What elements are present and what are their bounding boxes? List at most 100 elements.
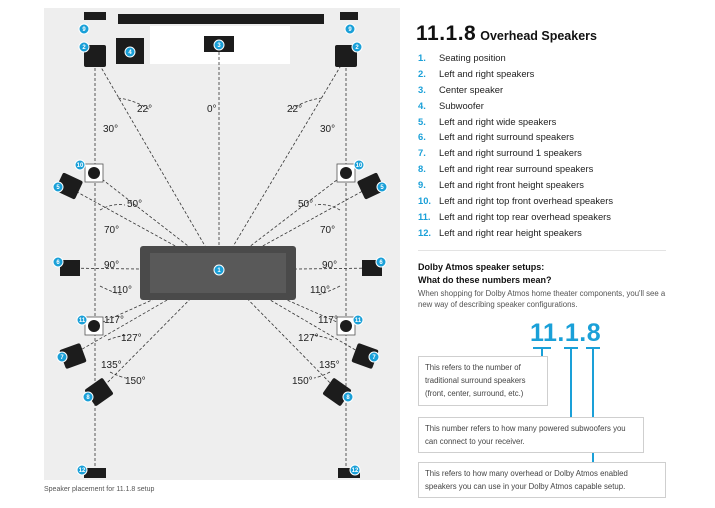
speaker-front-height-left [84, 12, 106, 20]
title-number: 11.1.8 [416, 22, 477, 45]
angle-label: 50° [298, 199, 313, 210]
badge-number: 8 [346, 395, 350, 401]
speaker-front-right [335, 45, 357, 67]
legend-label: Left and right wide speakers [439, 115, 557, 127]
legend-item: 10.Left and right top front overhead spe… [418, 195, 613, 211]
badge-number: 7 [60, 355, 64, 361]
explain-box-subwoofers: This number refers to how many powered s… [418, 417, 644, 453]
setups-heading: Dolby Atmos speaker setups: [418, 262, 545, 272]
legend-label: Center speaker [439, 83, 504, 95]
angle-label: 117° [104, 315, 124, 326]
badges: 1 2 2 3 4 5 5 6 6 7 7 8 8 9 9 10 10 11 [52, 23, 388, 476]
speaker-legend: 1. Seating position 2.Left and right spea… [418, 52, 613, 243]
legend-number: 2. [418, 67, 426, 79]
badge-number: 10 [356, 163, 363, 169]
legend-number: 7. [418, 147, 426, 159]
legend-number: 3. [418, 83, 426, 95]
legend-item: 3. Center speaker [418, 84, 613, 100]
badge-number: 10 [77, 163, 84, 169]
connector-line [570, 347, 572, 418]
room-floor [44, 8, 400, 480]
speaker-front-left [84, 45, 106, 67]
angle-label: 135° [101, 360, 122, 371]
speaker-surround1-left [59, 343, 87, 369]
angle-label: 150° [125, 376, 146, 387]
tv-screen [118, 14, 324, 24]
speaker-wide-left [55, 172, 83, 200]
badge-number: 11 [79, 318, 86, 324]
legend-item: 12. Left and right rear height speakers [418, 227, 613, 243]
angle-label: 70° [320, 225, 335, 236]
badge-number: 9 [348, 27, 352, 33]
title-subtitle: Overhead Speakers [480, 29, 597, 43]
badge-number: 2 [82, 45, 86, 51]
angle-label: 117° [318, 315, 338, 326]
badge-number: 5 [380, 185, 384, 191]
angle-label: 150° [292, 376, 313, 387]
angle-label: 110° [112, 285, 132, 296]
angle-label: 110° [310, 285, 330, 296]
angle-label: 127° [121, 333, 142, 344]
badge-number: 5 [56, 185, 60, 191]
badge-number: 2 [355, 45, 359, 51]
angle-label: 0° [207, 104, 217, 115]
legend-label: Left and right rear height speakers [439, 226, 582, 238]
diagram-caption: Speaker placement for 11.1.8 setup [44, 486, 155, 493]
badge-number: 12 [79, 468, 86, 474]
legend-number: 11. [418, 210, 431, 222]
setups-description: When shopping for Dolby Atmos home theat… [418, 289, 666, 309]
angle-label: 90° [322, 260, 337, 271]
legend-item: 5. Left and right wide speakers [418, 116, 613, 132]
legend-item: 6. Left and right surround speakers [418, 131, 613, 147]
legend-item: 2.Left and right speakers [418, 68, 613, 84]
legend-number: 1. [418, 52, 426, 63]
angle-label: 127° [298, 333, 319, 344]
badge-number: 4 [128, 50, 132, 56]
legend-item: 11. Left and right top rear overhead spea… [418, 211, 613, 227]
section-divider [418, 250, 666, 251]
legend-number: 5. [418, 115, 426, 127]
speaker-surround-left [60, 260, 80, 276]
legend-number: 12. [418, 226, 432, 238]
legend-number: 4. [418, 99, 426, 111]
legend-label: Left and right top front overhead speake… [439, 195, 614, 207]
legend-label: Subwoofer [439, 99, 484, 111]
angle-label: 22° [137, 104, 152, 115]
badge-number: 1 [217, 268, 221, 274]
legend-label: Left and right front height speakers [439, 179, 584, 191]
angle-label: 30° [103, 124, 118, 135]
legend-number: 9. [418, 179, 426, 191]
legend-item: 1. Seating position [418, 52, 613, 68]
angle-label: 70° [104, 225, 119, 236]
legend-item: 4. Subwoofer [418, 100, 613, 116]
badge-number: 9 [82, 27, 86, 33]
speaker-rear-height-left [84, 468, 106, 478]
legend-label: Seating position [439, 52, 506, 63]
setups-question: What do these numbers mean? [418, 275, 552, 285]
badge-number: 6 [56, 260, 60, 266]
badge-number: 6 [379, 260, 383, 266]
legend-label: Left and right surround speakers [439, 131, 574, 143]
badge-number: 8 [86, 395, 90, 401]
angle-label: 90° [104, 260, 119, 271]
connector-line [541, 347, 543, 357]
angle-label: 22° [287, 104, 302, 115]
legend-label: Left and right top rear overhead speaker… [439, 210, 611, 222]
legend-item: 9. Left and right front height speakers [418, 179, 613, 195]
speaker-front-height-right [340, 12, 358, 20]
legend-label: Left and right rear surround speakers [439, 163, 594, 175]
badge-number: 7 [372, 355, 376, 361]
legend-number: 8. [418, 163, 426, 175]
badge-number: 12 [352, 468, 359, 474]
angle-label: 30° [320, 124, 335, 135]
config-number: 11.1.8 [530, 319, 602, 347]
ceiling-speakers [84, 163, 356, 336]
angle-label: 135° [319, 360, 340, 371]
explain-box-speakers: This refers to the number of traditional… [418, 356, 548, 406]
badge-number: 3 [217, 43, 221, 49]
legend-number: 6. [418, 131, 426, 143]
legend-item: 7. Left and right surround 1 speakers [418, 147, 613, 163]
legend-label: Left and right surround 1 speakers [439, 147, 582, 159]
